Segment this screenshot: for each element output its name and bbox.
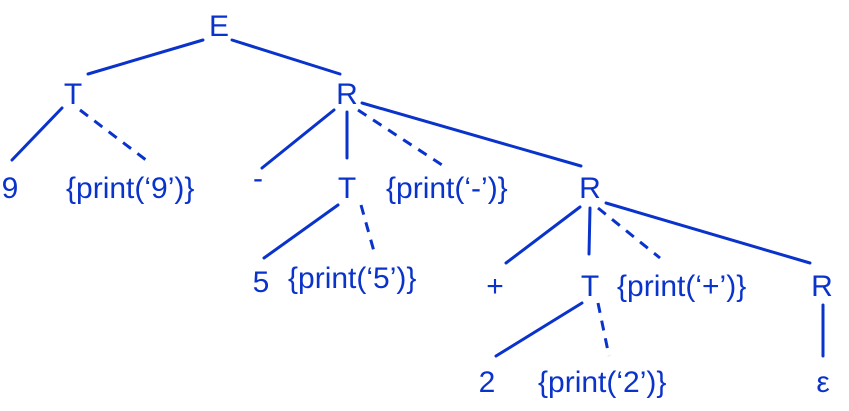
- action-print-plus: {print(‘+’)}: [617, 270, 746, 303]
- edge-t-9: [10, 106, 64, 162]
- edge-t2-5: [262, 203, 340, 260]
- edge-e-r: [230, 38, 342, 76]
- action-print-minus: {print(‘-’)}: [386, 172, 508, 205]
- edge-r2-t: [587, 206, 592, 256]
- node-t: T: [338, 172, 356, 205]
- tree-edges: [10, 38, 825, 358]
- edge-t2-print5: [359, 204, 377, 256]
- edge-r2-plus: [504, 205, 582, 265]
- edge-r-r: [360, 101, 583, 168]
- node-r: R: [579, 172, 601, 205]
- edge-r2-printplus: [597, 206, 661, 260]
- edge-t3-print2: [596, 302, 611, 357]
- leaf-5: 5: [253, 266, 270, 299]
- edge-t3-2: [494, 301, 584, 358]
- edge-r-printminus: [357, 108, 443, 167]
- leaf-9: 9: [2, 172, 19, 205]
- node-t: T: [581, 270, 599, 303]
- node-r: R: [811, 270, 833, 303]
- edge-r-minus: [260, 108, 336, 170]
- node-r: R: [336, 78, 358, 111]
- edge-e-t: [86, 38, 205, 76]
- node-t: T: [64, 78, 82, 111]
- action-print-5: {print(‘5’)}: [288, 262, 416, 295]
- edge-t-print9: [79, 108, 151, 165]
- leaf-epsilon: ε: [816, 366, 829, 399]
- leaf-minus: -: [253, 162, 263, 195]
- node-e-root: E: [209, 10, 229, 43]
- leaf-plus: +: [486, 270, 504, 303]
- action-print-2: {print(‘2’)}: [538, 366, 666, 399]
- tree-labels: E T R 9 {print(‘9’)} - T {print(‘-’)} R …: [2, 10, 833, 399]
- edge-r2-r: [604, 201, 812, 265]
- leaf-2: 2: [479, 366, 496, 399]
- action-print-9: {print(‘9’)}: [66, 172, 194, 205]
